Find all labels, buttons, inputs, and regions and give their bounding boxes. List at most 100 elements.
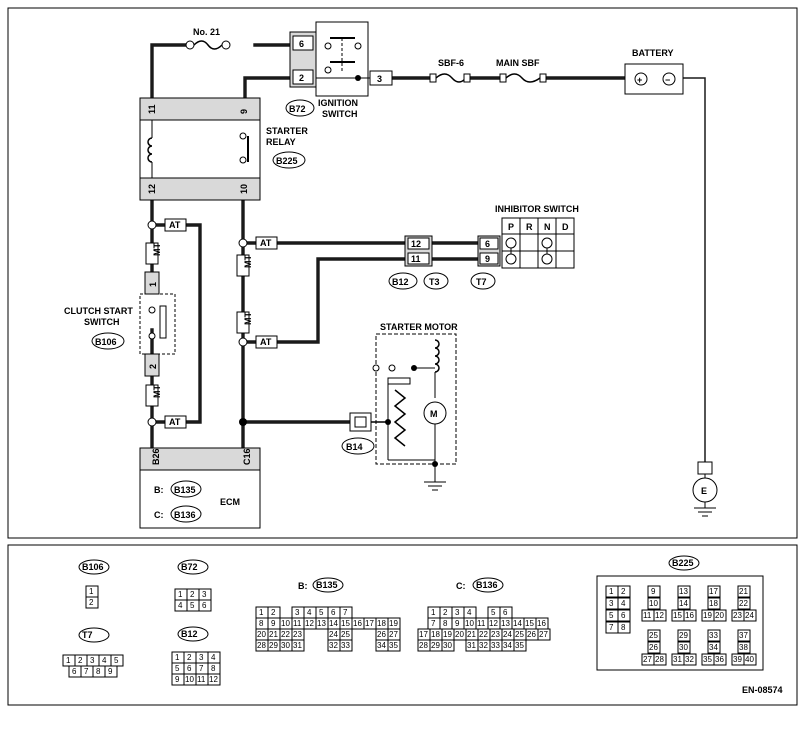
- b136-connector-ellipse: [472, 577, 504, 593]
- b12-pin: 1: [175, 653, 180, 662]
- b225-outline: [596, 575, 764, 671]
- ecm-pin-c16: C16: [242, 448, 252, 465]
- b135-pin: 21: [269, 630, 278, 639]
- b136-pin: 1: [431, 608, 436, 617]
- b135-pin: 30: [281, 641, 290, 650]
- b72-pin: 1: [178, 590, 183, 599]
- b72-cell: [198, 599, 212, 612]
- t3-connector: 12 11 B12 T3 T7: [388, 235, 496, 290]
- b136-pin: 16: [537, 619, 546, 628]
- b12-pin: 9: [175, 675, 180, 684]
- b12-cell: [207, 673, 221, 686]
- b136-pin: 11: [477, 619, 486, 628]
- b106-badge: B106: [95, 337, 117, 347]
- b106-pin: 2: [89, 598, 94, 607]
- b225-pin: 9: [651, 587, 656, 596]
- inhibitor-switch: INHIBITOR SWITCH 6 9: [477, 204, 579, 269]
- b225-cell: [647, 629, 661, 642]
- starter-motor: STARTER MOTOR B14 M: [341, 322, 458, 491]
- ecm-pin-b26: B26: [151, 448, 161, 465]
- at-tag: AT: [169, 220, 181, 230]
- b135-pin: 4: [307, 608, 312, 617]
- t7-pin-9: 9: [485, 254, 490, 264]
- b225-cell: [743, 653, 757, 666]
- connector-frame: [7, 544, 798, 706]
- t7-pin-6: 6: [485, 239, 490, 249]
- t7-pin: 9: [108, 667, 113, 676]
- ground-e: E: [692, 461, 718, 517]
- b136-pin: 15: [525, 619, 534, 628]
- b225-pin: 17: [709, 587, 718, 596]
- b135-pin: 15: [341, 619, 350, 628]
- b12-pin: 12: [209, 675, 218, 684]
- ign-pin-2: 2: [299, 73, 304, 83]
- b136-pin: 32: [479, 641, 488, 650]
- b136-pin: 14: [513, 619, 522, 628]
- b225-pin: 36: [715, 655, 724, 664]
- b136-cell: [441, 639, 455, 652]
- b225-connector-label: B225: [672, 558, 694, 568]
- b12-connector-ellipse: [177, 626, 209, 642]
- b225-cell: [737, 629, 751, 642]
- b136-pin: 8: [443, 619, 448, 628]
- t7-cell: [104, 665, 118, 678]
- b225-pin: 15: [673, 611, 682, 620]
- wire-ign2-relay9: [243, 76, 295, 100]
- b225-pin: 4: [621, 599, 626, 608]
- junctions: [147, 220, 248, 427]
- b225-cell: [683, 653, 697, 666]
- b225-pin: 39: [733, 655, 742, 664]
- t7-pin: 8: [96, 667, 101, 676]
- b136-connector-label: B136: [476, 580, 498, 590]
- b135-pin: 6: [331, 608, 336, 617]
- ecm-label: ECM: [220, 497, 240, 507]
- inhibitor-switch-label: INHIBITOR SWITCH: [495, 204, 579, 214]
- b136-prefix: C:: [456, 581, 466, 591]
- b12-pin: 3: [199, 653, 204, 662]
- starter-relay-label-2: RELAY: [266, 137, 296, 147]
- relay-pin-9: 9: [239, 109, 249, 114]
- b225-cell: [707, 585, 721, 598]
- b225-pin: 34: [709, 643, 718, 652]
- b135-cell: [387, 639, 401, 652]
- battery-label: BATTERY: [632, 48, 674, 58]
- t7-pin: 6: [72, 667, 77, 676]
- b225-cell: [617, 585, 631, 598]
- b136-pin: 25: [515, 630, 524, 639]
- b136-cell: [513, 639, 527, 652]
- b135-pin: 27: [389, 630, 398, 639]
- b225-pin: 40: [745, 655, 754, 664]
- b135-pin: 22: [281, 630, 290, 639]
- mt-tag: MT: [243, 255, 253, 268]
- b135-pin: 24: [329, 630, 338, 639]
- t7-pin: 5: [114, 656, 119, 665]
- b225-cell: [737, 585, 751, 598]
- b225-cell: [647, 585, 661, 598]
- doc-id: EN-08574: [742, 685, 783, 695]
- b135-pin: 11: [293, 619, 302, 628]
- b106-cell: [85, 596, 99, 609]
- b225-pin: 7: [609, 623, 614, 632]
- b72-pin: 5: [190, 601, 195, 610]
- b12-pin: 10: [185, 675, 194, 684]
- b225-pin: 24: [745, 611, 754, 620]
- b135-pin: 12: [305, 619, 314, 628]
- b72-connector-ellipse: [177, 559, 209, 575]
- b136-pin: 7: [431, 619, 436, 628]
- b135-pin: 25: [341, 630, 350, 639]
- clutch-start-switch: 1 2 CLUTCH START SWITCH B106: [64, 271, 176, 377]
- b225-pin: 35: [703, 655, 712, 664]
- b136-pin: 2: [443, 608, 448, 617]
- b225-pin: 37: [739, 631, 748, 640]
- battery-plus: +: [637, 75, 642, 85]
- at-tag: AT: [260, 238, 272, 248]
- fuse-no21-label: No. 21: [193, 27, 220, 37]
- b225-cell: [737, 641, 751, 654]
- b225-cell: [617, 597, 631, 610]
- b136-pin: 17: [419, 630, 428, 639]
- b72-pin: 3: [202, 590, 207, 599]
- b225-pin: 14: [679, 599, 688, 608]
